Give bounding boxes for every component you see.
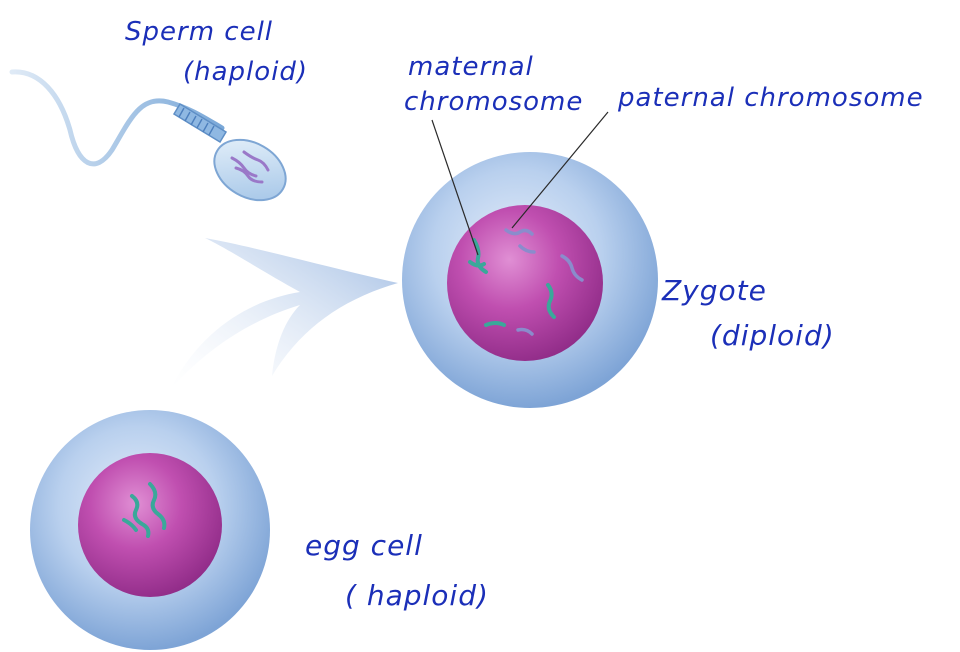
egg-cell [30,410,270,650]
fertilization-arrow [170,238,398,390]
egg-title-label: egg cell [305,529,423,562]
maternal-label-line1: maternal [408,52,534,82]
zygote-title-label: Zygote [661,274,767,307]
sperm-cell [12,72,296,212]
egg-ploidy-label: ( haploid) [345,579,489,612]
zygote-cell [402,152,658,408]
paternal-label: paternal chromosome [617,83,924,113]
zygote-nucleus [447,205,603,361]
sperm-ploidy-label: (haploid) [183,57,308,87]
egg-nucleus [78,453,222,597]
sperm-title-label: Sperm cell [125,17,273,47]
maternal-label-line2: chromosome [404,87,583,117]
zygote-ploidy-label: (diploid) [710,319,835,352]
